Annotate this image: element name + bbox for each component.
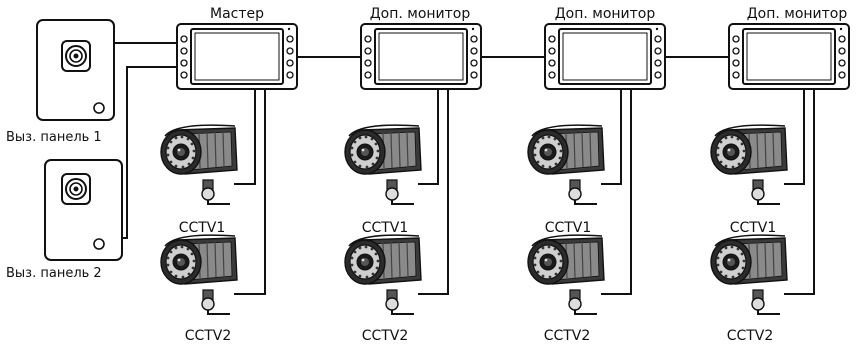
monitor-master	[176, 23, 298, 90]
wire-extra3-cctv2	[784, 89, 815, 295]
wire-extra2-cctv2	[601, 89, 632, 295]
wiring	[114, 42, 815, 295]
call-panel-1	[36, 19, 115, 121]
monitor-extra-3	[728, 23, 850, 90]
cctv-camera-icon	[710, 234, 788, 315]
cctv-camera-icon	[160, 124, 238, 205]
call-panel-2-label: Выз. панель 2	[6, 266, 102, 281]
call-panel-icon	[44, 159, 123, 261]
cctv2-label: CCTV2	[727, 328, 774, 344]
monitor-extra-2-label: Доп. монитор	[555, 6, 656, 22]
cctv-extra3-top	[710, 124, 788, 205]
cctv1-label: CCTV1	[545, 220, 592, 236]
monitor-extra-1	[360, 23, 482, 90]
cctv-master-bottom	[160, 234, 238, 315]
wire-extra2-cctv1	[601, 89, 622, 185]
monitor-extra-1-label: Доп. монитор	[370, 6, 471, 22]
cctv-camera-icon	[160, 234, 238, 315]
cctv-extra2-top	[527, 124, 605, 205]
wire-master-cctv2	[234, 89, 266, 295]
monitor-icon	[544, 23, 666, 90]
wire-master-cctv1	[234, 89, 256, 185]
wire-extra3-cctv1	[784, 89, 805, 185]
monitor-icon	[360, 23, 482, 90]
cctv-camera-icon	[344, 124, 422, 205]
cctv-extra2-bottom	[527, 234, 605, 315]
cctv-extra3-bottom	[710, 234, 788, 315]
cctv-extra1-bottom	[344, 234, 422, 315]
call-panel-1-label: Выз. панель 1	[6, 130, 102, 145]
monitor-icon	[176, 23, 298, 90]
cctv2-label: CCTV2	[362, 328, 409, 344]
wire-extra1-cctv1	[418, 89, 439, 185]
wire-panel2-master	[122, 66, 177, 239]
cctv1-label: CCTV1	[179, 220, 226, 236]
cctv-camera-icon	[527, 124, 605, 205]
cctv1-label: CCTV1	[730, 220, 777, 236]
cctv2-label: CCTV2	[185, 328, 232, 344]
cctv2-label: CCTV2	[544, 328, 591, 344]
cctv1-label: CCTV1	[362, 220, 409, 236]
cctv-camera-icon	[710, 124, 788, 205]
call-panel-2	[44, 159, 123, 261]
wire-extra1-cctv2	[418, 89, 449, 295]
cctv-extra1-top	[344, 124, 422, 205]
monitor-extra-3-label: Доп. монитор	[747, 6, 848, 22]
monitor-icon	[728, 23, 850, 90]
call-panel-icon	[36, 19, 115, 121]
monitor-master-label: Мастер	[210, 6, 264, 22]
cctv-master-top	[160, 124, 238, 205]
cctv-camera-icon	[527, 234, 605, 315]
cctv-camera-icon	[344, 234, 422, 315]
monitor-extra-2	[544, 23, 666, 90]
